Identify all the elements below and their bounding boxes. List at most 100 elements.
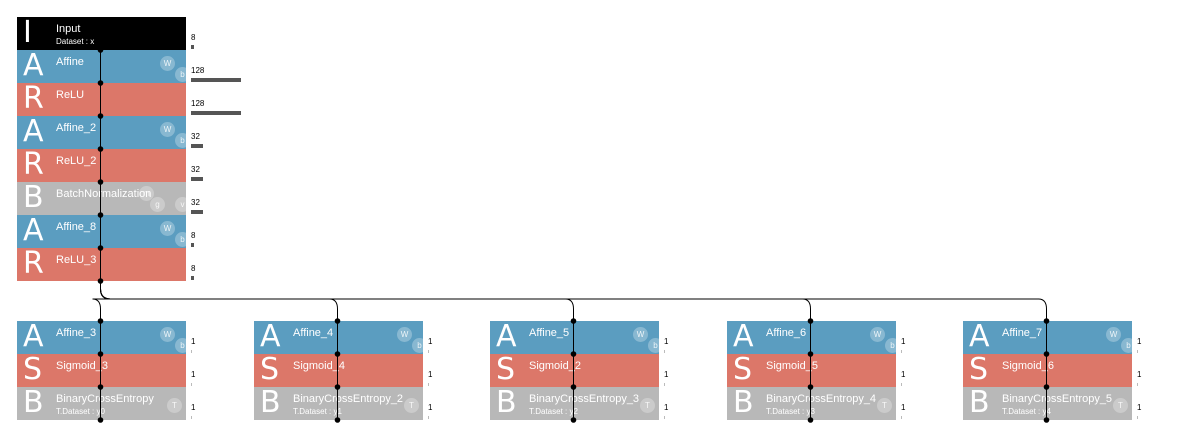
parameter-b-icon[interactable]: b <box>175 338 190 353</box>
parameter-w-icon[interactable]: W <box>1106 327 1121 342</box>
layer-dataset-label: T.Dataset : y0 <box>56 407 105 416</box>
output-size-label: 1 <box>428 370 433 379</box>
branch-wire <box>92 281 111 321</box>
parameter-b-icon[interactable]: b <box>885 338 900 353</box>
output-size-label: 1 <box>664 403 669 412</box>
layer-type-letter: B <box>969 385 990 420</box>
output-size-bar <box>191 144 204 148</box>
layer-name: Affine_6 <box>766 327 807 339</box>
layer-type-letter: B <box>260 385 281 420</box>
output-size-bar <box>428 350 429 353</box>
parameter-w-icon[interactable]: W <box>160 122 175 137</box>
output-size-bar <box>1137 416 1138 419</box>
parameter-t-icon[interactable]: T <box>1113 398 1128 413</box>
parameter-t-icon[interactable]: T <box>877 398 892 413</box>
output-size-bar <box>901 383 902 386</box>
output-size-bar <box>191 78 241 82</box>
parameter-t-icon[interactable]: T <box>404 398 419 413</box>
output-size-label: 8 <box>191 231 196 240</box>
layer-name: BinaryCrossEntropy <box>56 393 154 405</box>
output-size-label: 1 <box>901 403 906 412</box>
parameter-m-icon[interactable]: m <box>139 186 154 201</box>
parameter-b-icon[interactable]: b <box>648 338 663 353</box>
parameter-t-icon[interactable]: T <box>167 398 182 413</box>
output-size-label: 32 <box>191 165 200 174</box>
output-size-label: 1 <box>664 370 669 379</box>
parameter-w-icon[interactable]: W <box>633 327 648 342</box>
parameter-v-icon[interactable]: v <box>175 197 190 212</box>
output-size-bar <box>191 276 195 280</box>
parameter-b-icon[interactable]: b <box>175 133 190 148</box>
parameter-w-icon[interactable]: W <box>160 221 175 236</box>
layer-relu[interactable]: R ReLU <box>17 81 186 116</box>
layer-dataset-label: T.Dataset : y4 <box>1002 407 1051 416</box>
output-size-bar <box>428 383 429 386</box>
layer-name: Affine_4 <box>293 327 334 339</box>
parameter-b-icon[interactable]: b <box>1121 338 1136 353</box>
layer-name: Sigmoid_3 <box>56 360 108 372</box>
output-size-bar <box>191 383 192 386</box>
layer-name: BinaryCrossEntropy_4 <box>766 393 877 405</box>
parameter-t-icon[interactable]: T <box>640 398 655 413</box>
output-size-bar <box>901 350 902 353</box>
layer-type-letter: R <box>23 246 44 281</box>
parameter-w-icon[interactable]: W <box>160 327 175 342</box>
layer-name: Affine_3 <box>56 327 97 339</box>
parameter-b-icon[interactable]: b <box>175 232 190 247</box>
output-size-bar <box>191 416 192 419</box>
output-size-label: 1 <box>191 337 196 346</box>
output-size-bar <box>191 45 195 49</box>
parameter-w-icon[interactable]: W <box>160 56 175 71</box>
layer-dataset-label: Dataset : x <box>56 37 95 46</box>
output-size-label: 32 <box>191 198 200 207</box>
output-size-label: 1 <box>1137 403 1142 412</box>
output-size-bar <box>428 416 429 419</box>
output-size-label: 8 <box>191 33 196 42</box>
layer-type-letter: A <box>496 319 517 354</box>
layer-type-letter: B <box>23 385 44 420</box>
layer-name: ReLU <box>56 89 85 101</box>
layer-type-letter: A <box>23 319 44 354</box>
parameter-b-icon[interactable]: b <box>175 67 190 82</box>
layer-type-letter: S <box>496 352 516 387</box>
output-size-label: 1 <box>1137 337 1142 346</box>
layer-name: Input <box>56 23 81 35</box>
parameter-w-icon[interactable]: W <box>870 327 885 342</box>
layer-name: Affine_2 <box>56 122 97 134</box>
layer-name: BinaryCrossEntropy_3 <box>529 393 640 405</box>
layer-type-letter: A <box>969 319 990 354</box>
layer-type-letter: R <box>23 81 44 116</box>
parameter-w-icon[interactable]: W <box>397 327 412 342</box>
layer-relu-3[interactable]: R ReLU_3 <box>17 246 186 281</box>
parameter-g-icon[interactable]: g <box>150 197 165 212</box>
parameter-b-icon[interactable]: b <box>412 338 427 353</box>
layer-name: Affine_8 <box>56 221 97 233</box>
layer-type-letter: B <box>496 385 517 420</box>
layer-type-letter: A <box>733 319 754 354</box>
output-size-label: 8 <box>191 264 196 273</box>
output-size-label: 1 <box>191 403 196 412</box>
layer-name: ReLU_3 <box>56 254 97 266</box>
